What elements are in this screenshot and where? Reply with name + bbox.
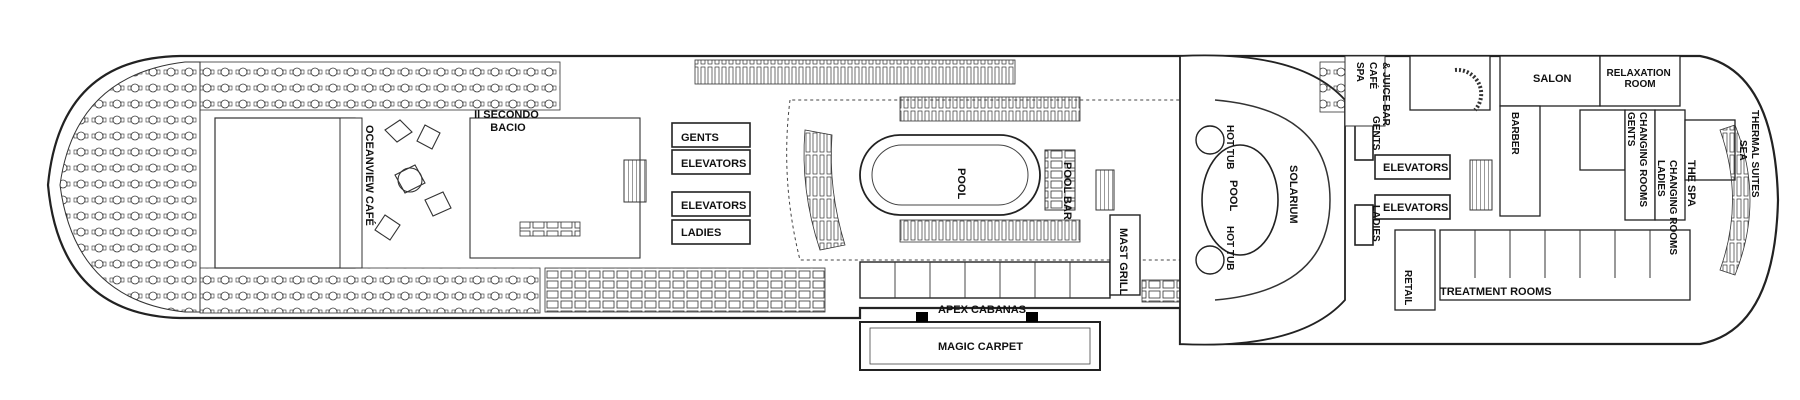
label-the-spa: THE SPA — [1685, 160, 1697, 207]
label-gents-changing-1: GENTS — [1625, 112, 1636, 147]
lounger-rows-upper-1 — [694, 59, 1016, 85]
midship-stairs — [1095, 169, 1115, 211]
label-oceanview-cafe: OCEANVIEW CAFÉ — [363, 125, 376, 226]
retail-shop[interactable] — [1394, 229, 1436, 311]
forward-stairs — [623, 159, 647, 203]
spiral-stair — [1454, 67, 1484, 112]
label-pool-bar: POOL BAR — [1061, 162, 1073, 220]
label-elevators-fwd-1: ELEVATORS — [681, 158, 746, 170]
label-retail: RETAIL — [1402, 270, 1413, 305]
oceanview-cafe-kitchen — [339, 117, 363, 269]
label-ladies-changing-1: LADIES — [1655, 160, 1666, 197]
dining-tables-upper — [199, 61, 561, 111]
oceanview-cafe-buffet — [214, 117, 356, 269]
label-gents-changing-2: CHANGING ROOMS — [1637, 112, 1648, 207]
label-magic-carpet: MAGIC CARPET — [938, 341, 1023, 353]
label-il-secondo-bacio-2: BACIO — [490, 122, 526, 134]
label-barber: BARBER — [1509, 112, 1520, 156]
label-treatment-rooms: TREATMENT ROOMS — [1440, 286, 1552, 298]
forward-core — [671, 122, 751, 245]
hot-tub-upper[interactable] — [1195, 125, 1225, 155]
lounger-rows-lower — [899, 219, 1081, 243]
label-relaxation-room: RELAXATION ROOM — [1606, 68, 1673, 90]
label-spa-cafe-3: & JUICE BAR — [1380, 62, 1391, 127]
main-pool[interactable] — [859, 134, 1041, 216]
il-secondo-bacio-counter — [519, 221, 581, 237]
buffet-islands — [374, 119, 452, 241]
label-mast-grill: MAST GRILL — [1117, 228, 1129, 295]
magic-carpet-platform[interactable] — [859, 312, 1101, 371]
spa-rooms — [1409, 55, 1736, 221]
spa-cafe — [1344, 55, 1386, 127]
label-relaxation-room-1: RELAXATION — [1606, 68, 1670, 79]
il-secondo-bacio-area — [469, 117, 641, 259]
mast-grill[interactable] — [1109, 214, 1141, 296]
label-gents-aft: GENTS — [1370, 116, 1381, 151]
label-apex-cabanas: APEX CABANAS — [938, 304, 1026, 316]
label-hot-tub-2: HOT TUB — [1224, 226, 1235, 270]
lounger-rows-upper-2 — [899, 96, 1081, 122]
solarium-arc — [1214, 99, 1331, 301]
label-pool-solarium: POOL — [1227, 180, 1239, 211]
dining-tables-lower — [199, 267, 541, 314]
label-elevators-aft-1: ELEVATORS — [1383, 162, 1448, 174]
label-il-secondo-bacio-1: Il SECONDO — [474, 109, 539, 121]
label-il-secondo-bacio: Il SECONDO BACIO — [474, 109, 542, 134]
cabana-dividers — [894, 262, 1071, 298]
forward-dining-seating — [59, 61, 201, 313]
label-elevators-aft-2: ELEVATORS — [1383, 202, 1448, 214]
label-spa-cafe-2: CAFÉ — [1367, 62, 1380, 90]
hot-tub-lower[interactable] — [1195, 245, 1225, 275]
label-relaxation-room-2: ROOM — [1624, 79, 1655, 90]
label-hot-tub-1: HOT TUB — [1224, 125, 1235, 169]
lounger-arc-left — [803, 129, 846, 251]
label-gents-fwd: GENTS — [681, 132, 719, 144]
label-elevators-fwd-2: ELEVATORS — [681, 200, 746, 212]
mid-dining-chairs — [544, 267, 826, 313]
pool-bar[interactable] — [1044, 149, 1076, 211]
spa-cafe-seating — [1319, 61, 1346, 113]
label-salon: SALON — [1533, 73, 1572, 85]
apex-cabanas[interactable] — [859, 261, 1111, 299]
treatment-rooms[interactable] — [1439, 229, 1691, 301]
label-pool-main: POOL — [955, 168, 967, 199]
aft-core — [1354, 119, 1451, 246]
treatment-room-dividers — [1474, 230, 1651, 278]
thermal-suite-loungers — [1719, 124, 1751, 276]
label-spa-cafe-1: SPA — [1354, 62, 1365, 82]
label-sea-thermal-2: THERMAL SUITES — [1749, 110, 1760, 198]
solarium-pool[interactable] — [1201, 144, 1279, 256]
label-solarium: SOLARIUM — [1287, 165, 1299, 224]
label-sea-thermal-1: SEA — [1737, 140, 1748, 161]
label-ladies-fwd: LADIES — [681, 227, 721, 239]
aft-stairs — [1469, 159, 1493, 211]
label-ladies-aft: LADIES — [1370, 205, 1381, 242]
label-ladies-changing-2: CHANGING ROOMS — [1667, 160, 1678, 255]
